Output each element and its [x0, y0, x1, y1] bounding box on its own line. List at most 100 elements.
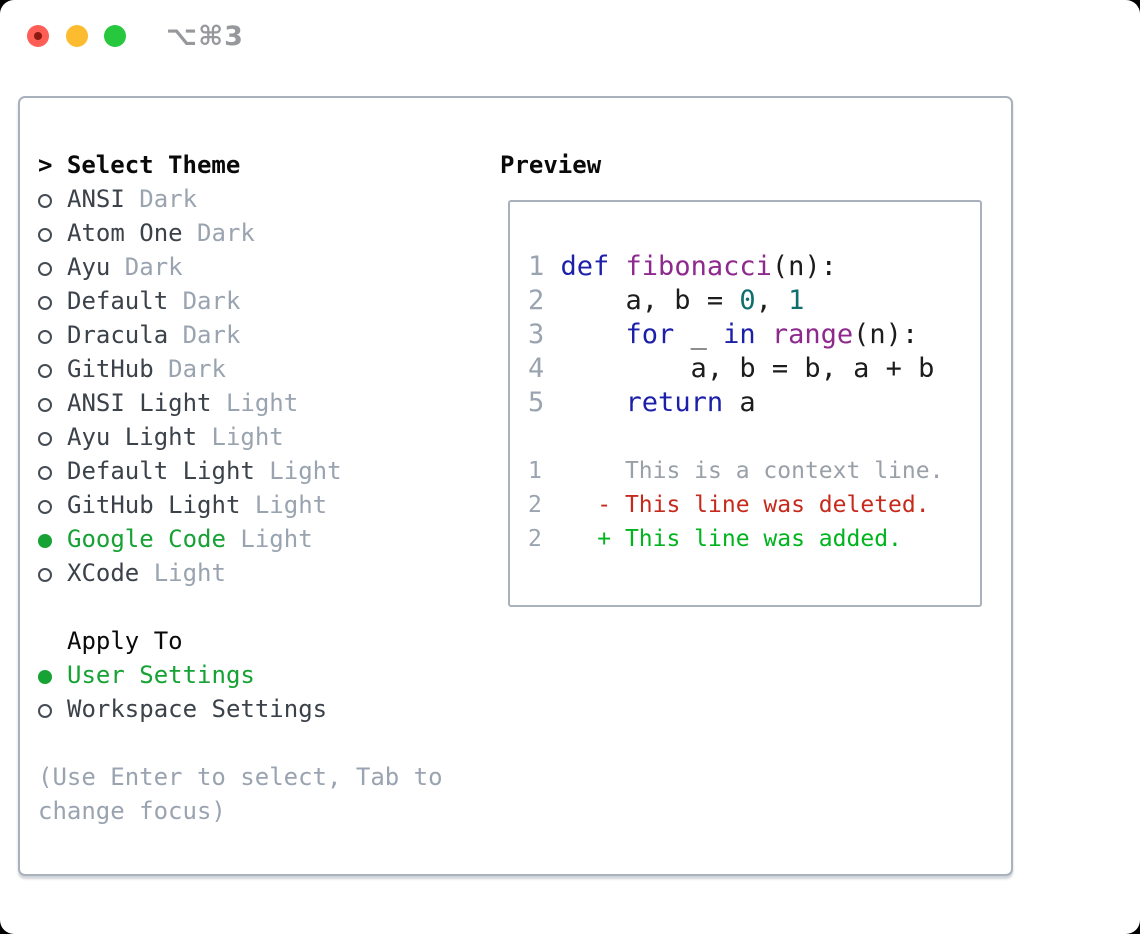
apply-to-item[interactable]: Workspace Settings: [38, 692, 443, 726]
line-number: 1: [528, 251, 561, 282]
theme-item[interactable]: XCode Light: [38, 556, 443, 590]
radio-unselected-icon: [38, 296, 52, 310]
code-segment: + This line was added.: [541, 526, 902, 552]
code-segment: [756, 319, 772, 350]
code-line: 2 a, b = 0, 1: [528, 284, 970, 318]
preview-header: Preview: [500, 151, 602, 179]
code-segment: for: [625, 319, 675, 350]
line-number: 3: [528, 319, 561, 350]
option-label: Workspace Settings: [67, 695, 328, 723]
theme-item[interactable]: ANSI Dark: [38, 182, 443, 216]
radio-unselected-icon: [38, 330, 52, 344]
diff-line: 2 - This line was deleted.: [528, 488, 970, 522]
theme-variant-tag: Dark: [124, 185, 198, 213]
option-label: GitHub Light: [67, 491, 241, 519]
theme-variant-tag: Light: [240, 491, 328, 519]
apply-to-header: Apply To: [67, 627, 183, 655]
window-title: ⌥⌘3: [166, 21, 244, 52]
code-line: 5 return a: [528, 386, 970, 420]
theme-item[interactable]: Ayu Light Light: [38, 420, 443, 454]
option-label: Google Code: [67, 525, 226, 553]
code-segment: a: [723, 387, 756, 418]
code-segment: 1: [788, 285, 805, 316]
theme-item[interactable]: Default Dark: [38, 284, 443, 318]
option-label: Dracula: [67, 321, 169, 349]
radio-unselected-icon: [38, 228, 52, 242]
apply-to-item[interactable]: User Settings: [38, 658, 443, 692]
option-label: ANSI Light: [67, 389, 212, 417]
theme-item[interactable]: GitHub Dark: [38, 352, 443, 386]
option-label: ANSI: [67, 185, 125, 213]
diff-preview: 1 This is a context line.2 - This line w…: [528, 454, 970, 556]
close-button[interactable]: [27, 25, 49, 47]
radio-unselected-icon: [38, 364, 52, 378]
theme-item[interactable]: Atom One Dark: [38, 216, 443, 250]
option-label: GitHub: [67, 355, 154, 383]
radio-unselected-icon: [38, 704, 52, 718]
spacer: [38, 726, 443, 760]
code-segment: return: [625, 387, 724, 418]
theme-variant-tag: Dark: [110, 253, 183, 281]
option-label: Ayu Light: [67, 423, 198, 451]
theme-item[interactable]: ANSI Light Light: [38, 386, 443, 420]
spacer: [38, 590, 443, 624]
theme-item[interactable]: Default Light Light: [38, 454, 443, 488]
code-segment: a, b = b, a + b: [560, 353, 935, 384]
code-segment: (n):: [853, 319, 919, 350]
code-segment: - This line was deleted.: [541, 492, 930, 518]
prompt-caret-icon: >: [38, 151, 53, 179]
line-number: 2: [528, 492, 542, 518]
line-number: 5: [528, 387, 561, 418]
theme-item[interactable]: Ayu Dark: [38, 250, 443, 284]
theme-item[interactable]: GitHub Light Light: [38, 488, 443, 522]
radio-unselected-icon: [38, 398, 52, 412]
option-label: XCode: [67, 559, 140, 587]
line-number: 4: [528, 353, 561, 384]
theme-item[interactable]: Google Code Light: [38, 522, 443, 556]
theme-variant-tag: Light: [139, 559, 226, 587]
code-segment: [561, 319, 626, 350]
radio-unselected-icon: [38, 568, 52, 582]
code-line: 1 def fibonacci(n):: [528, 250, 970, 284]
code-segment: This is a context line.: [541, 458, 944, 484]
option-label: User Settings: [67, 661, 255, 689]
code-segment: _: [674, 319, 724, 350]
code-segment: ,: [755, 285, 789, 316]
code-line: 4 a, b = b, a + b: [528, 352, 970, 386]
code-segment: a, b =: [560, 285, 740, 316]
code-segment: (n):: [771, 251, 837, 282]
radio-unselected-icon: [38, 432, 52, 446]
option-label: Ayu: [67, 253, 111, 281]
diff-line: 1 This is a context line.: [528, 454, 970, 488]
radio-selected-icon: [38, 534, 52, 548]
code-segment: fibonacci: [625, 251, 772, 282]
theme-variant-tag: Light: [197, 423, 284, 451]
zoom-button[interactable]: [104, 25, 126, 47]
option-label: Default: [67, 287, 169, 315]
radio-unselected-icon: [38, 500, 52, 514]
theme-item[interactable]: Dracula Dark: [38, 318, 443, 352]
theme-variant-tag: Dark: [182, 219, 255, 247]
radio-unselected-icon: [38, 262, 52, 276]
radio-unselected-icon: [38, 194, 52, 208]
line-number: 1: [528, 458, 542, 484]
select-theme-header: > Select Theme: [38, 148, 443, 182]
theme-variant-tag: Light: [254, 457, 342, 485]
select-theme-label: Select Theme: [66, 151, 241, 179]
code-segment: [561, 387, 626, 418]
line-number: 2: [528, 285, 561, 316]
code-segment: 0: [739, 285, 756, 316]
radio-unselected-icon: [38, 466, 52, 480]
code-segment: def: [560, 251, 626, 282]
minimize-button[interactable]: [66, 25, 88, 47]
theme-variant-tag: Dark: [168, 287, 241, 315]
radio-selected-icon: [38, 670, 52, 684]
theme-variant-tag: Light: [211, 389, 299, 417]
diff-line: 2 + This line was added.: [528, 522, 970, 556]
option-label: Default Light: [67, 457, 255, 485]
